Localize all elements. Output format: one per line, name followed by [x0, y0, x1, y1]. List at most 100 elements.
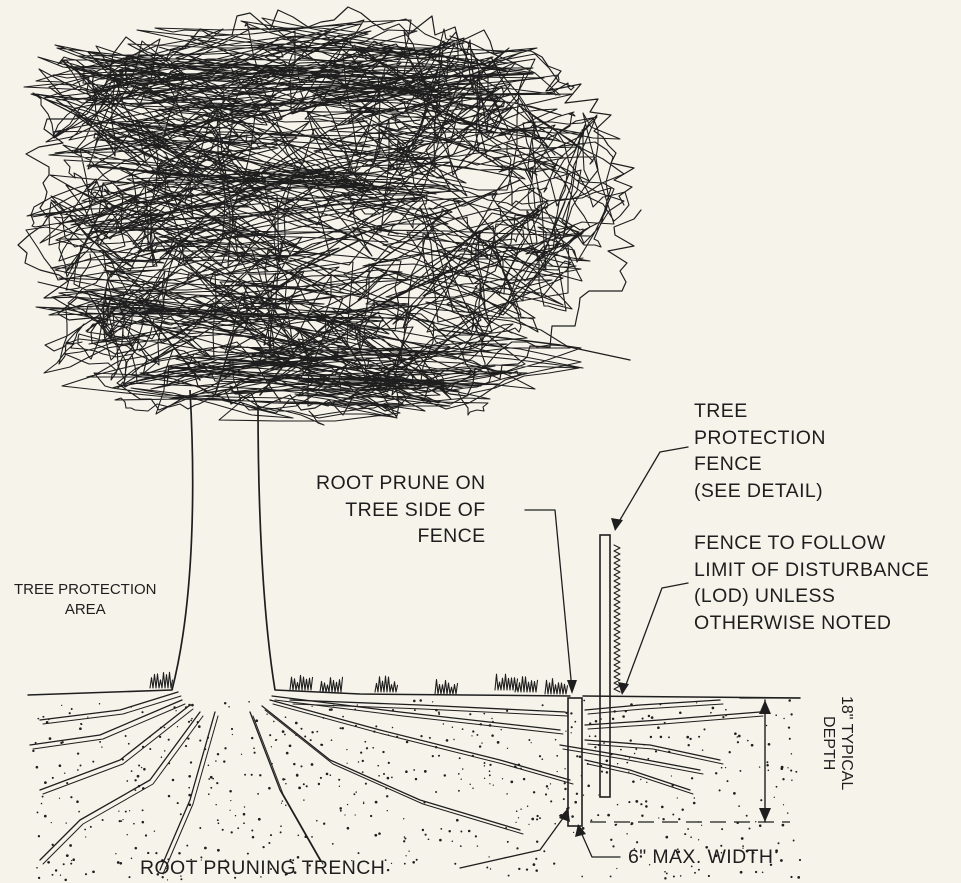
soil-dot — [121, 758, 124, 761]
soil-dot — [745, 849, 749, 853]
leader-arrow — [575, 824, 586, 837]
soil-dot — [51, 873, 54, 876]
soil-dot — [746, 739, 749, 742]
soil-dot — [297, 834, 300, 837]
soil-dot — [188, 786, 191, 789]
soil-dot — [628, 757, 631, 759]
canopy-scribble — [43, 291, 157, 389]
soil-dot — [284, 716, 287, 718]
soil-dot — [304, 735, 307, 738]
soil-dot — [427, 838, 430, 841]
soil-dot — [451, 726, 454, 729]
soil-dot — [570, 732, 572, 734]
soil-dot — [645, 800, 648, 803]
soil-dot — [614, 823, 617, 826]
soil-dot — [657, 726, 660, 730]
soil-dot — [364, 782, 367, 785]
soil-dot — [570, 726, 573, 729]
soil-dot — [365, 747, 369, 750]
soil-dot — [224, 747, 227, 750]
soil-dot — [711, 706, 715, 710]
soil-dot — [790, 769, 793, 772]
soil-dot — [161, 859, 164, 862]
grass-tuft — [514, 676, 539, 693]
soil-dot — [472, 730, 475, 733]
soil-dot — [79, 727, 82, 731]
soil-dot — [486, 866, 489, 869]
soil-dot — [161, 876, 164, 879]
soil-dot — [483, 762, 486, 764]
soil-dot — [128, 876, 131, 879]
soil-dot — [554, 738, 557, 741]
soil-dot — [189, 761, 193, 764]
root — [39, 691, 179, 721]
soil-dot — [481, 742, 483, 744]
soil-dot — [356, 704, 358, 706]
soil-dot — [766, 763, 769, 767]
soil-dot — [775, 714, 778, 717]
soil-dot — [728, 751, 731, 754]
soil-dot — [528, 739, 531, 741]
soil-dot — [284, 733, 286, 736]
soil-dot — [391, 776, 393, 779]
soil-dot — [491, 734, 494, 737]
soil-dot — [563, 782, 566, 785]
dimension-arrow-top — [759, 700, 771, 714]
trench-outline — [567, 697, 583, 827]
soil-dot — [266, 713, 268, 715]
soil-dot — [531, 817, 535, 821]
soil-dot — [124, 810, 127, 813]
soil-dot — [133, 822, 135, 825]
soil-dot — [43, 814, 47, 818]
soil-dot — [520, 808, 522, 810]
soil-dot — [676, 797, 678, 799]
soil-dot — [515, 810, 518, 812]
soil-dot — [506, 840, 509, 843]
soil-dot — [478, 745, 482, 748]
leader-arrow — [567, 680, 577, 694]
soil-dot — [790, 753, 793, 755]
soil-dot — [405, 770, 408, 773]
root — [29, 699, 183, 746]
soil-dot — [610, 838, 613, 841]
soil-dot — [791, 779, 793, 781]
soil-dot — [535, 857, 538, 860]
soil-dot — [136, 774, 140, 778]
soil-dot — [781, 823, 785, 827]
soil-dot — [281, 800, 284, 802]
leader-fence — [616, 446, 689, 526]
soil-dot — [581, 827, 585, 830]
soil-dot — [70, 796, 73, 799]
soil-dot — [311, 705, 313, 708]
soil-dot — [378, 832, 381, 835]
soil-dot — [175, 710, 177, 712]
soil-dot — [782, 778, 785, 781]
grass-tufts — [149, 671, 569, 695]
soil-dot — [280, 802, 283, 804]
soil-dot — [199, 739, 202, 742]
soil-dot — [677, 850, 681, 854]
soil-dot — [34, 741, 37, 744]
soil-dot — [240, 753, 243, 755]
soil-dot — [616, 867, 618, 870]
soil-dot — [739, 769, 742, 772]
soil-dot — [171, 778, 175, 782]
soil-dot — [645, 805, 648, 808]
soil-dot — [234, 876, 237, 879]
soil-dot — [61, 704, 63, 707]
soil-dot — [790, 875, 793, 879]
soil-dot — [292, 859, 295, 862]
soil-dot — [672, 875, 675, 878]
soil-dot — [469, 713, 472, 716]
soil-dot — [282, 778, 285, 781]
soil-dot — [565, 730, 567, 732]
soil-dot — [89, 825, 92, 828]
root — [269, 699, 571, 781]
soil-dot — [556, 755, 559, 757]
soil-dot — [134, 789, 137, 791]
soil-dot — [455, 818, 459, 822]
soil-dot — [346, 762, 348, 764]
soil-dot — [384, 859, 387, 862]
soil-dot — [597, 814, 600, 817]
soil-dot — [217, 822, 220, 825]
